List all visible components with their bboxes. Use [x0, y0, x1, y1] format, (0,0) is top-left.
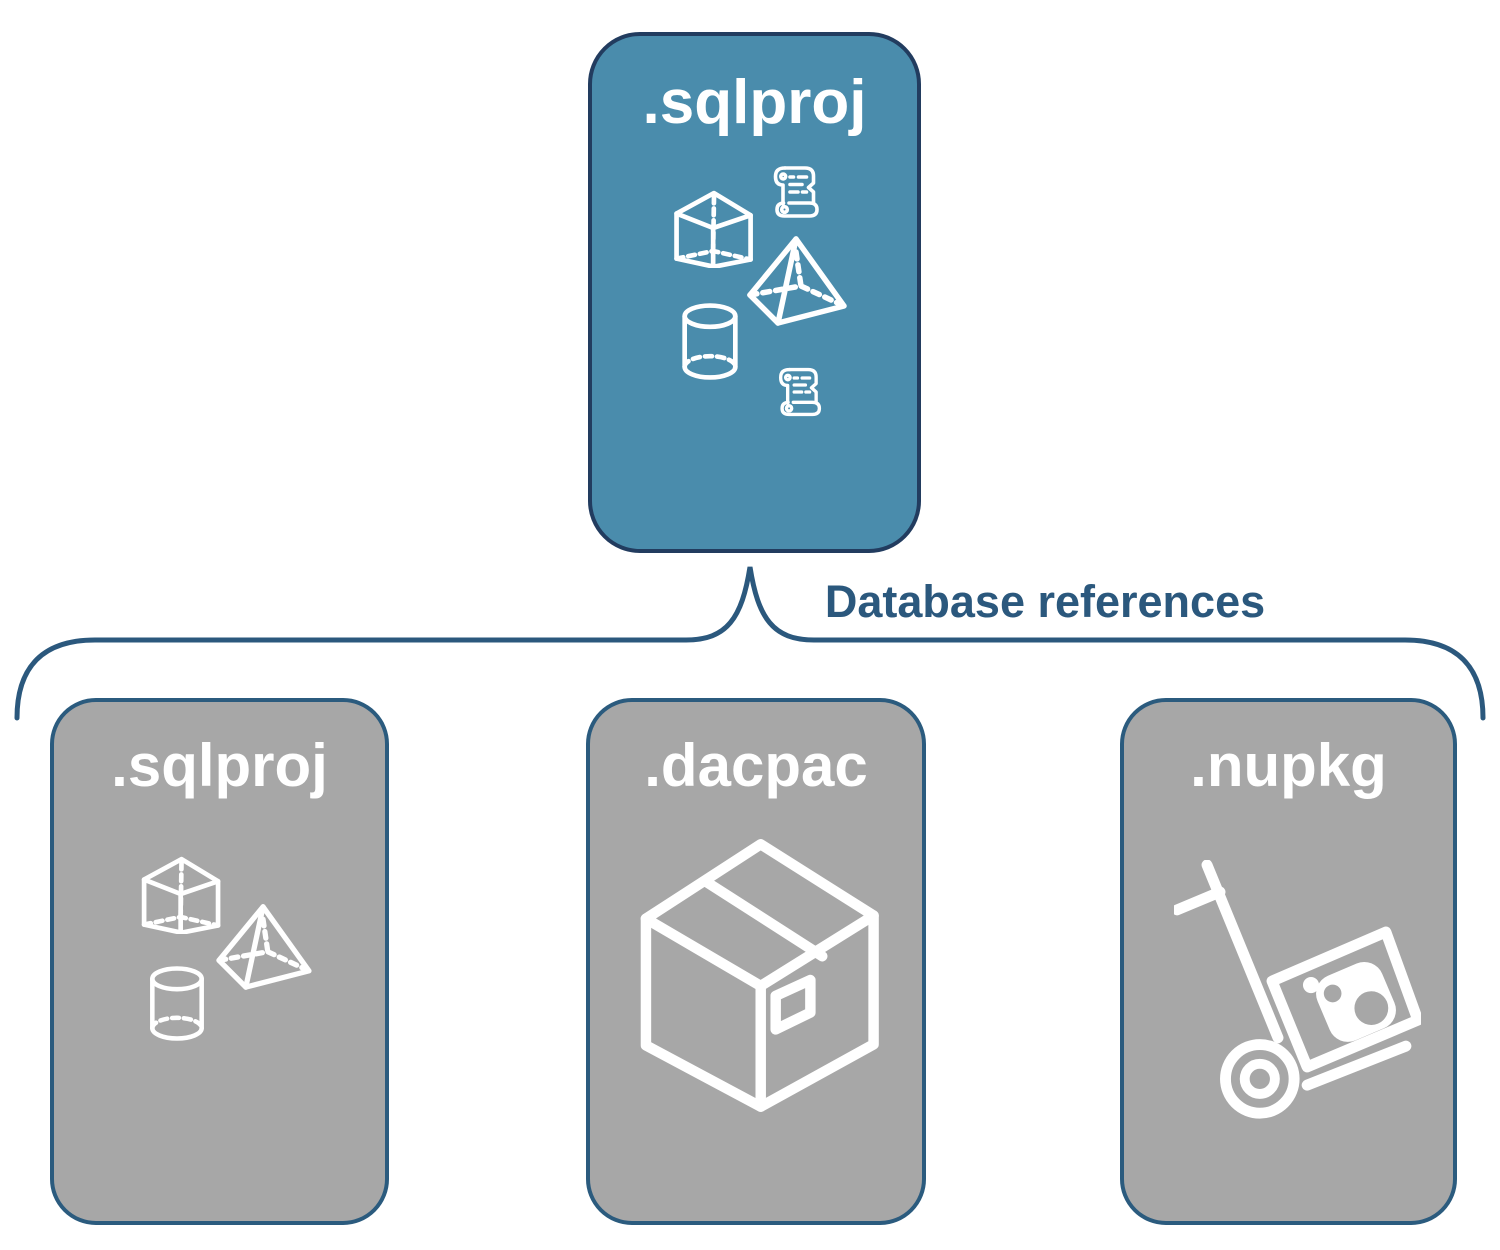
child-box-title: .nupkg — [1190, 732, 1387, 799]
cube-icon — [670, 188, 758, 268]
child-box-title: .sqlproj — [111, 732, 328, 799]
pyramid-icon — [214, 902, 314, 990]
root-box-title: .sqlproj — [642, 68, 867, 137]
child-box-title: .dacpac — [644, 732, 868, 799]
cube-icon — [139, 854, 224, 934]
cylinder-icon — [677, 303, 743, 380]
hand-truck-nuget-icon — [1174, 860, 1421, 1122]
connector-label: Database references — [824, 576, 1266, 627]
pyramid-icon — [747, 234, 847, 326]
script-scroll-icon — [769, 362, 825, 422]
child-box-sqlproj: .sqlproj — [50, 698, 389, 1225]
package-box-icon — [640, 836, 880, 1114]
child-box-dacpac: .dacpac — [586, 698, 926, 1225]
cylinder-icon — [144, 966, 210, 1041]
child-box-nupkg: .nupkg — [1120, 698, 1457, 1225]
root-box-sqlproj: .sqlproj — [588, 32, 921, 553]
script-scroll-icon — [762, 163, 824, 221]
